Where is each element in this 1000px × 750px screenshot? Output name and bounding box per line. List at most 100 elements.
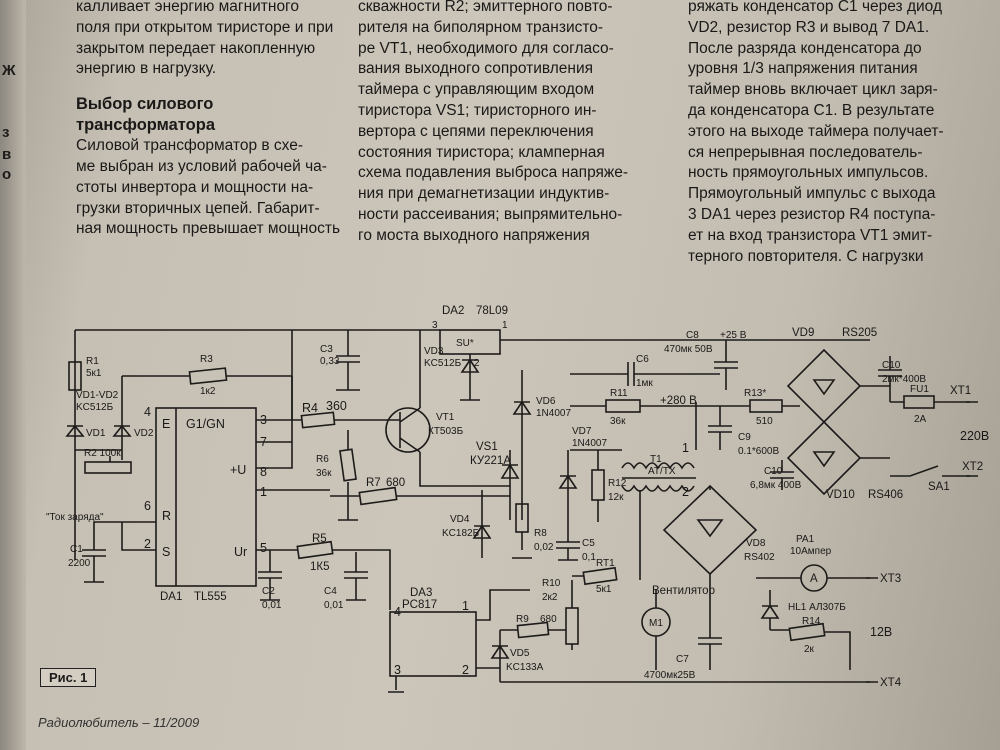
section-heading: трансформатора	[76, 116, 216, 135]
timer-da1-body	[155, 407, 257, 587]
label-xt4: XT4	[880, 677, 902, 689]
label-rt1-value: 5к1	[596, 584, 612, 595]
label-vd7: VD7	[572, 426, 592, 437]
fuse-fu1	[903, 395, 935, 409]
figure-caption: Рис. 1	[40, 668, 97, 687]
text-line: ряжать конденсатор C1 через диод	[688, 0, 942, 15]
label-vt1: VT1	[436, 412, 455, 423]
label-c9: C9	[738, 432, 751, 443]
label-r4: R4	[302, 401, 318, 415]
label-r4-value: 360	[326, 399, 347, 413]
label-sa1: SA1	[928, 481, 950, 493]
transistor-vt1	[385, 407, 431, 453]
text-line: таймер вновь включает цикл заря-	[688, 81, 938, 99]
edge-letter: з	[2, 124, 10, 141]
bridge-vd10	[786, 420, 862, 496]
text-line: ния при демагнетизации индуктив-	[358, 185, 610, 203]
label-xt1: XT1	[950, 385, 971, 397]
label-vd6-type: 1N4007	[536, 408, 571, 419]
label-pin-number: 2	[462, 663, 469, 677]
text-column-1: калливает энергию магнитного поля при от…	[76, 0, 341, 240]
text-column-2: скважности R2; эмиттерного повто- рителя…	[358, 0, 670, 247]
led-hl1	[760, 604, 780, 619]
page-footer: Радиолюбитель – 11/2009	[38, 715, 200, 730]
zener-vd3	[460, 358, 480, 373]
label-r11: R11	[610, 388, 628, 399]
label-c9-value: 0.1*600В	[738, 446, 779, 457]
label-c6-value: 1мк	[636, 378, 653, 389]
label-pin3: 3	[432, 320, 438, 331]
label-vd8: VD8	[746, 538, 766, 549]
label-vd1: VD1	[86, 428, 106, 439]
text-line: ре VT1, необходимого для согласо-	[358, 39, 614, 57]
capacitor-c1	[82, 522, 106, 582]
text-line: вания выходного сопротивления	[358, 60, 594, 78]
label-vd3-type: KC512Б	[424, 358, 462, 369]
text-line: да конденсатора C1. В результате	[688, 101, 935, 119]
label-da2: DA2	[442, 305, 464, 317]
text-line: скважности R2; эмиттерного повто-	[358, 0, 613, 15]
text-line: закрытом передает накопленную	[76, 39, 316, 57]
label-rt1: RT1	[596, 558, 615, 569]
label-vs1: VS1	[476, 441, 498, 453]
text-line: Прямоугольный импульс с выхода	[688, 185, 936, 203]
label-r1-value: 5к1	[86, 368, 102, 379]
label-pa1-type: 10Ампер	[790, 546, 832, 557]
label-pin-number: 4	[144, 405, 151, 419]
capacitor-c3	[336, 330, 360, 390]
section-heading: Выбор силового	[76, 95, 214, 114]
wire-pins-3-7	[256, 376, 293, 443]
transformer-t1-primary	[621, 462, 695, 470]
label-pa1: PA1	[796, 534, 815, 545]
label-fu1: FU1	[910, 384, 929, 395]
label-pin-number: 2	[144, 537, 151, 551]
label-c2: C2	[262, 586, 275, 597]
label-r14-value: 2к	[804, 644, 815, 655]
label-c4: C4	[324, 586, 337, 597]
text-line: калливает энергию магнитного	[76, 0, 299, 15]
text-line: ет на вход транзистора VT1 эмит-	[688, 226, 933, 244]
label-rs205: RS205	[842, 327, 877, 339]
label-pin-number: 3	[394, 663, 401, 677]
label-r10: R10	[542, 578, 561, 589]
label-da3: DA3	[410, 587, 432, 599]
optocoupler-da3	[389, 611, 477, 677]
label-r1: R1	[86, 356, 99, 367]
label-pin-number: 1	[462, 599, 469, 613]
label-rs406: RS406	[868, 489, 903, 501]
label-r9: R9	[516, 614, 529, 625]
text-line: стоты инвертора и мощности на-	[76, 178, 314, 196]
diode-vd1	[65, 424, 85, 437]
output-arrows	[866, 401, 978, 683]
label-r6: R6	[316, 454, 329, 465]
text-line: состояния тиристора; кламперная	[358, 143, 605, 161]
label-xt3: XT3	[880, 573, 901, 585]
edge-letter: Ж	[2, 62, 16, 79]
text-line: терного повторителя. С нагрузки	[688, 247, 924, 265]
wire-c1	[94, 521, 156, 551]
bridge-vd8	[662, 484, 758, 576]
label-r3-value: 1к2	[200, 386, 216, 397]
label-pc817: PC817	[402, 599, 437, 611]
text-line: поля при открытом тиристоре и при	[76, 18, 334, 36]
label-vd7-type: 1N4007	[572, 438, 607, 449]
resistor-r6	[339, 448, 357, 482]
label-280v: +280 В	[660, 395, 697, 407]
label-vd9: VD9	[792, 327, 814, 339]
label-c5-value: 0,1	[582, 552, 596, 563]
label-ammeter-a: A	[810, 573, 818, 585]
label-pin-u: +U	[230, 463, 246, 477]
label-da2-type: 78L09	[476, 305, 508, 317]
label-c1: C1	[70, 544, 83, 555]
label-vd5: VD5	[510, 648, 530, 659]
label-c8: C8	[686, 330, 699, 341]
label-r8-value: 0,02	[534, 542, 554, 553]
label-c10-right: C10	[882, 360, 901, 371]
text-line: ная мощность превышает мощность	[76, 220, 341, 238]
label-fu1-value: 2А	[914, 414, 927, 425]
label-pin-number: 5	[260, 541, 267, 555]
potentiometer-r2	[84, 461, 132, 474]
label-su: SU*	[456, 338, 474, 349]
label-r2: R2 100к	[84, 448, 121, 459]
